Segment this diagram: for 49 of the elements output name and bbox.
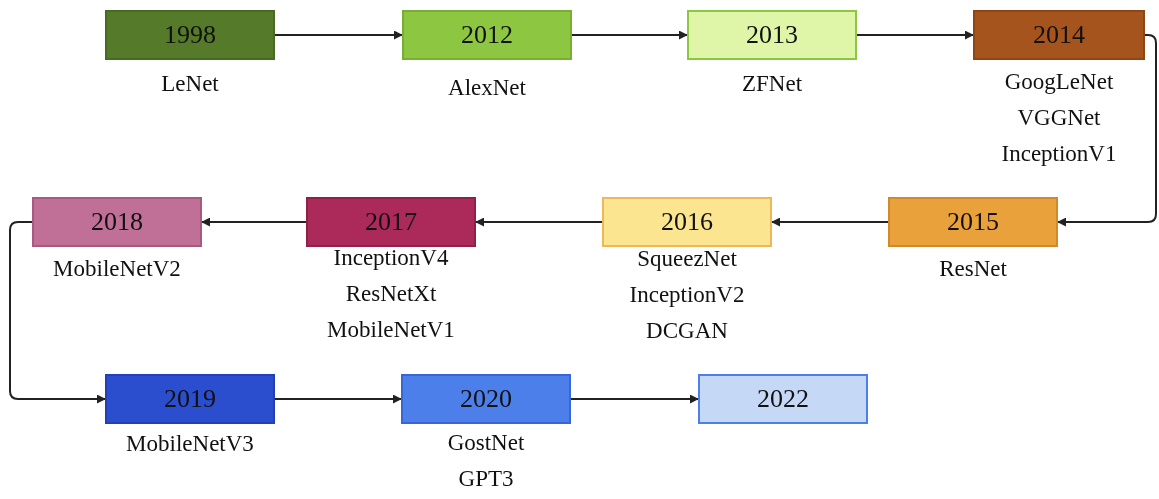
model-name: GoogLeNet xyxy=(1004,68,1114,96)
year-box xyxy=(687,10,857,60)
arrow xyxy=(9,221,106,404)
model-name: LeNet xyxy=(161,70,219,98)
arrow xyxy=(856,30,974,40)
model-name: InceptionV1 xyxy=(1001,140,1117,168)
model-name: MobileNetV2 xyxy=(53,255,181,283)
model-name: DCGAN xyxy=(646,317,728,345)
arrow xyxy=(571,30,688,40)
model-name: ResNet xyxy=(939,255,1007,283)
year-box xyxy=(973,10,1145,60)
year-label: 2017 xyxy=(365,207,417,237)
year-box xyxy=(888,197,1058,247)
model-name: ZFNet xyxy=(741,70,803,98)
year-label: 2013 xyxy=(746,20,798,50)
arrow xyxy=(274,394,402,404)
model-name: VGGNet xyxy=(1017,104,1101,132)
year-label: 2022 xyxy=(757,384,809,414)
model-name: GPT3 xyxy=(458,465,514,493)
arrow xyxy=(1057,34,1157,227)
year-label: 2019 xyxy=(164,384,216,414)
arrow xyxy=(475,217,603,227)
arrow xyxy=(274,30,403,40)
arrow xyxy=(201,217,307,227)
year-label: 2020 xyxy=(460,384,512,414)
year-box xyxy=(306,197,476,247)
year-box xyxy=(105,374,275,424)
year-label: 2015 xyxy=(947,207,999,237)
year-box xyxy=(401,374,571,424)
year-label: 1998 xyxy=(164,20,216,50)
year-box xyxy=(602,197,772,247)
model-name: MobileNetV1 xyxy=(327,316,455,344)
year-label: 2012 xyxy=(461,20,513,50)
year-label: 2018 xyxy=(91,207,143,237)
year-box xyxy=(32,197,202,247)
arrow xyxy=(570,394,699,404)
year-label: 2014 xyxy=(1033,20,1085,50)
year-box xyxy=(105,10,275,60)
model-name: AlexNet xyxy=(448,74,526,102)
year-label: 2016 xyxy=(661,207,713,237)
arrow xyxy=(771,217,889,227)
model-name: GostNet xyxy=(447,429,525,457)
model-name: ResNetXt xyxy=(345,280,437,308)
year-box xyxy=(402,10,572,60)
model-name: InceptionV2 xyxy=(629,281,745,309)
year-box xyxy=(698,374,868,424)
model-name: SqueezNet xyxy=(637,245,737,273)
model-name: InceptionV4 xyxy=(333,244,449,272)
model-name: MobileNetV3 xyxy=(126,430,254,458)
